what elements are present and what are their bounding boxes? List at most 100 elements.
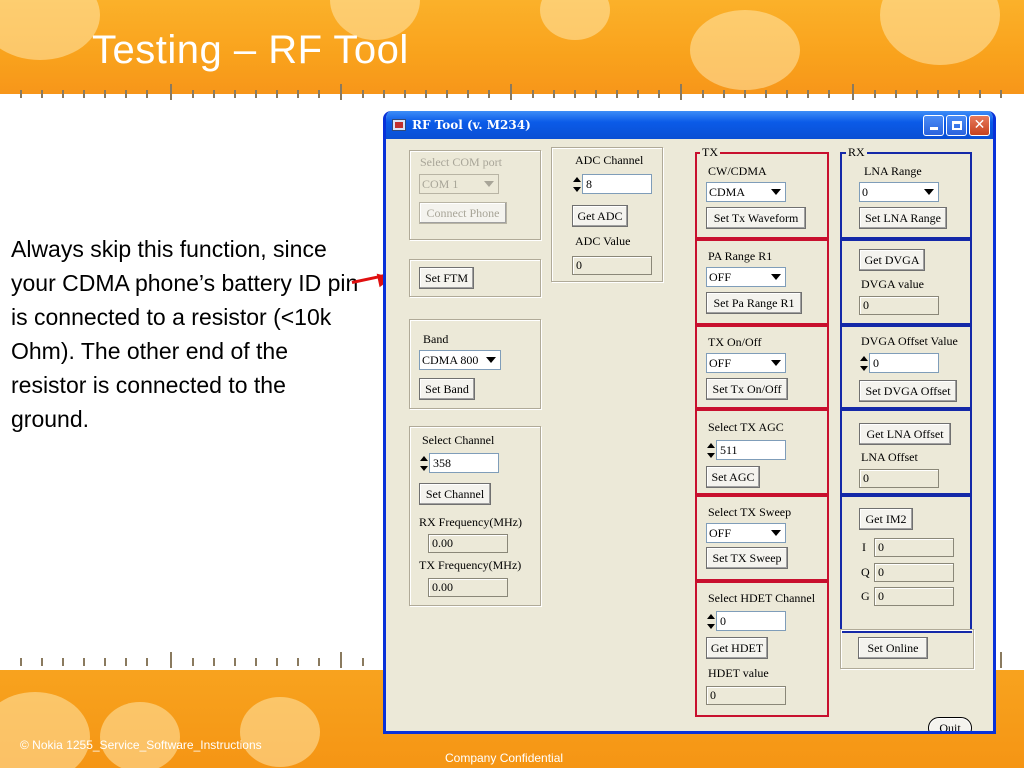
decor-blob xyxy=(240,697,320,767)
top-ruler xyxy=(0,84,1024,102)
spin-up-icon xyxy=(706,440,715,450)
rx-frame xyxy=(840,152,972,633)
get-adc-button[interactable]: Get ADC xyxy=(572,205,628,227)
connect-phone-button[interactable]: Connect Phone xyxy=(419,202,507,224)
close-button[interactable]: ✕ xyxy=(969,114,990,136)
lna-offset-label: LNA Offset xyxy=(861,450,918,464)
set-ftm-button[interactable]: Set FTM xyxy=(419,267,474,289)
channel-group xyxy=(409,426,541,606)
chevron-down-icon xyxy=(483,352,499,368)
maximize-button[interactable] xyxy=(946,114,967,136)
set-tx-sweep-button[interactable]: Set TX Sweep xyxy=(706,547,788,569)
tx-onoff-select[interactable]: OFF xyxy=(706,353,786,373)
spin-up-icon xyxy=(706,611,715,621)
lna-range-select[interactable]: 0 xyxy=(859,182,939,202)
set-lna-range-button[interactable]: Set LNA Range xyxy=(859,207,947,229)
adc-channel-label: ADC Channel xyxy=(575,153,644,167)
dvga-offset-label: DVGA Offset Value xyxy=(861,334,958,348)
band-value: CDMA 800 xyxy=(422,353,479,367)
cw-cdma-value: CDMA xyxy=(709,185,746,199)
get-dvga-button[interactable]: Get DVGA xyxy=(859,249,925,271)
hdet-value-label: HDET value xyxy=(708,666,769,680)
set-online-button[interactable]: Set Online xyxy=(858,637,928,659)
band-label: Band xyxy=(423,332,449,346)
adc-value-label: ADC Value xyxy=(575,234,631,248)
dvga-offset-input[interactable]: 0 xyxy=(869,353,939,373)
tx-agc-spinner[interactable] xyxy=(706,440,715,460)
pa-range-value: OFF xyxy=(709,270,732,284)
chevron-down-icon xyxy=(768,355,784,371)
spin-down-icon xyxy=(706,621,715,631)
im2-i-field: 0 xyxy=(874,538,954,557)
adc-channel-spinner[interactable] xyxy=(572,174,581,194)
decor-blob xyxy=(0,0,100,60)
minimize-icon xyxy=(929,127,938,130)
set-tx-waveform-button[interactable]: Set Tx Waveform xyxy=(706,207,806,229)
rx-caption: RX xyxy=(846,145,867,160)
dvga-value-label: DVGA value xyxy=(861,277,924,291)
get-hdet-button[interactable]: Get HDET xyxy=(706,637,768,659)
channel-spinner[interactable] xyxy=(419,453,428,473)
set-agc-button[interactable]: Set AGC xyxy=(706,466,760,488)
footer-confidential: Company Confidential xyxy=(445,751,564,765)
cw-cdma-select[interactable]: CDMA xyxy=(706,182,786,202)
slide-title: Testing – RF Tool xyxy=(92,28,409,72)
tx-frequency-label: TX Frequency(MHz) xyxy=(419,558,522,572)
select-tx-agc-label: Select TX AGC xyxy=(708,420,784,434)
spin-up-icon xyxy=(419,453,428,463)
set-channel-button[interactable]: Set Channel xyxy=(419,483,491,505)
close-icon: ✕ xyxy=(973,117,986,133)
tx-separator xyxy=(697,237,827,241)
select-hdet-channel-label: Select HDET Channel xyxy=(708,591,816,605)
set-pa-range-button[interactable]: Set Pa Range R1 xyxy=(706,292,802,314)
quit-button[interactable]: Quit xyxy=(928,717,972,731)
set-dvga-offset-button[interactable]: Set DVGA Offset xyxy=(859,380,957,402)
online-group xyxy=(840,629,974,669)
channel-input[interactable]: 358 xyxy=(429,453,499,473)
chevron-down-icon xyxy=(768,269,784,285)
tx-agc-input[interactable]: 511 xyxy=(716,440,786,460)
spin-down-icon xyxy=(859,363,868,373)
footer-copyright: © Nokia 1255_Service_Software_Instructio… xyxy=(20,738,262,752)
lna-range-label: LNA Range xyxy=(864,164,922,178)
get-lna-offset-button[interactable]: Get LNA Offset xyxy=(859,423,951,445)
com-port-select[interactable]: COM 1 xyxy=(419,174,499,194)
im2-i-label: I xyxy=(862,540,866,554)
pa-range-select[interactable]: OFF xyxy=(706,267,786,287)
hdet-channel-input[interactable]: 0 xyxy=(716,611,786,631)
get-im2-button[interactable]: Get IM2 xyxy=(859,508,913,530)
tx-frequency-field: 0.00 xyxy=(428,578,508,597)
adc-group xyxy=(551,147,663,282)
decor-blob xyxy=(0,692,90,768)
hdet-channel-spinner[interactable] xyxy=(706,611,715,631)
im2-q-field: 0 xyxy=(874,563,954,582)
tx-onoff-label: TX On/Off xyxy=(708,335,762,349)
set-band-button[interactable]: Set Band xyxy=(419,378,475,400)
rx-separator xyxy=(842,407,970,411)
decor-blob xyxy=(100,702,180,768)
band-group xyxy=(409,319,541,409)
rx-frequency-field: 0.00 xyxy=(428,534,508,553)
tx-caption: TX xyxy=(700,145,720,160)
dvga-offset-spinner[interactable] xyxy=(859,353,868,373)
com-port-label: Select COM port xyxy=(420,155,502,169)
spin-down-icon xyxy=(419,463,428,473)
set-tx-onoff-button[interactable]: Set Tx On/Off xyxy=(706,378,788,400)
rx-separator xyxy=(842,237,970,241)
spin-down-icon xyxy=(572,184,581,194)
tx-sweep-value: OFF xyxy=(709,526,732,540)
pa-range-label: PA Range R1 xyxy=(708,249,773,263)
band-select[interactable]: CDMA 800 xyxy=(419,350,501,370)
select-channel-label: Select Channel xyxy=(422,433,495,447)
decor-blob xyxy=(690,10,800,90)
adc-value-field: 0 xyxy=(572,256,652,275)
tx-sweep-select[interactable]: OFF xyxy=(706,523,786,543)
window-titlebar[interactable]: RF Tool (v. M234) ✕ xyxy=(386,111,993,139)
com-port-group xyxy=(409,150,541,240)
decor-blob xyxy=(540,0,610,40)
slide-body-text: Always skip this function, since your CD… xyxy=(11,236,359,432)
rx-separator xyxy=(842,323,970,327)
ftm-group xyxy=(409,259,541,297)
adc-channel-input[interactable]: 8 xyxy=(582,174,652,194)
minimize-button[interactable] xyxy=(923,114,944,136)
